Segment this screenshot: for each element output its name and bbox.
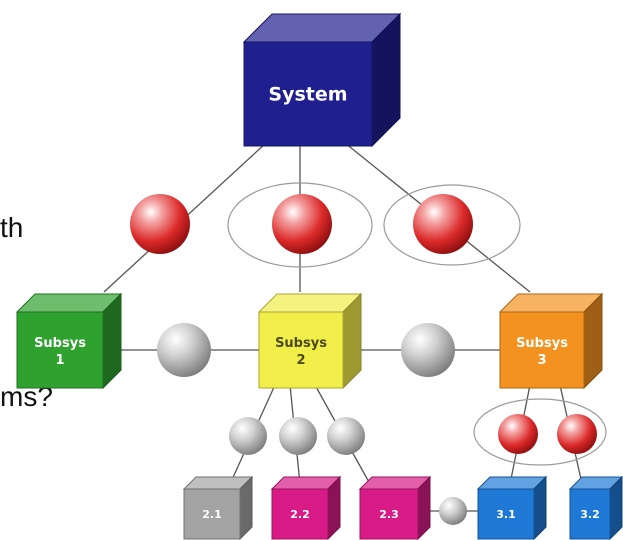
red-sphere-unit32 — [557, 414, 597, 454]
grey-sphere-unit21 — [229, 417, 267, 455]
cube-system-label: System — [268, 84, 347, 106]
grey-sphere-unit22 — [279, 417, 317, 455]
ellipse-subsys3-units — [473, 398, 607, 466]
red-sphere-right — [413, 194, 473, 254]
cube-unit-2-3: 2.3 — [358, 475, 432, 540]
grey-sphere-unit23 — [327, 417, 365, 455]
cube-subsys1: Subsys 1 — [15, 292, 123, 390]
cube-subsys3-label-line1: Subsys — [516, 336, 568, 351]
ellipse-system-subsys2 — [227, 182, 373, 268]
cube-unit-2-1-label: 2.1 — [202, 508, 222, 521]
cube-subsys1-label-line1: Subsys — [34, 336, 86, 351]
cube-unit-2-2: 2.2 — [270, 475, 342, 540]
cube-unit-3-1-label: 3.1 — [496, 508, 516, 521]
cube-unit-2-3-label: 2.3 — [379, 508, 399, 521]
cube-unit-3-2-front — [569, 488, 611, 540]
ellipse-system-subsys3 — [383, 184, 521, 266]
cube-subsys3-label-line2: 3 — [537, 353, 546, 368]
cube-unit-2-1: 2.1 — [182, 475, 254, 540]
cube-unit-3-2: 3.2 — [568, 475, 623, 540]
connector-spheres — [130, 194, 597, 525]
cube-subsys2-label-line2: 2 — [296, 353, 305, 368]
grey-sphere-right — [401, 323, 455, 377]
red-sphere-left — [130, 194, 190, 254]
cube-subsys2-label-line1: Subsys — [275, 336, 327, 351]
cube-unit-3-2-label: 3.2 — [580, 508, 600, 521]
cube-system-front — [243, 41, 373, 147]
cube-subsys3-front — [499, 311, 585, 389]
cube-unit-2-1-front — [183, 488, 241, 540]
cube-unit-2-2-front — [271, 488, 329, 540]
grouping-ellipses — [227, 182, 607, 466]
red-sphere-center — [272, 194, 332, 254]
cube-unit-2-2-label: 2.2 — [290, 508, 310, 521]
grey-sphere-left — [157, 323, 211, 377]
grey-sphere-bottom — [439, 497, 467, 525]
cube-subsys2-front — [258, 311, 344, 389]
cube-subsys1-label-line2: 1 — [55, 353, 64, 368]
cube-subsys2: Subsys 2 — [257, 292, 363, 390]
cube-unit-2-3-front — [359, 488, 419, 540]
text-fragment-th: th — [0, 212, 24, 243]
cube-subsys3: Subsys 3 — [498, 292, 604, 390]
cube-system: System — [242, 12, 402, 148]
red-sphere-unit31 — [498, 414, 538, 454]
cube-unit-3-1: 3.1 — [476, 475, 548, 540]
cube-subsys1-front — [16, 311, 104, 389]
cube-unit-3-1-front — [477, 488, 535, 540]
